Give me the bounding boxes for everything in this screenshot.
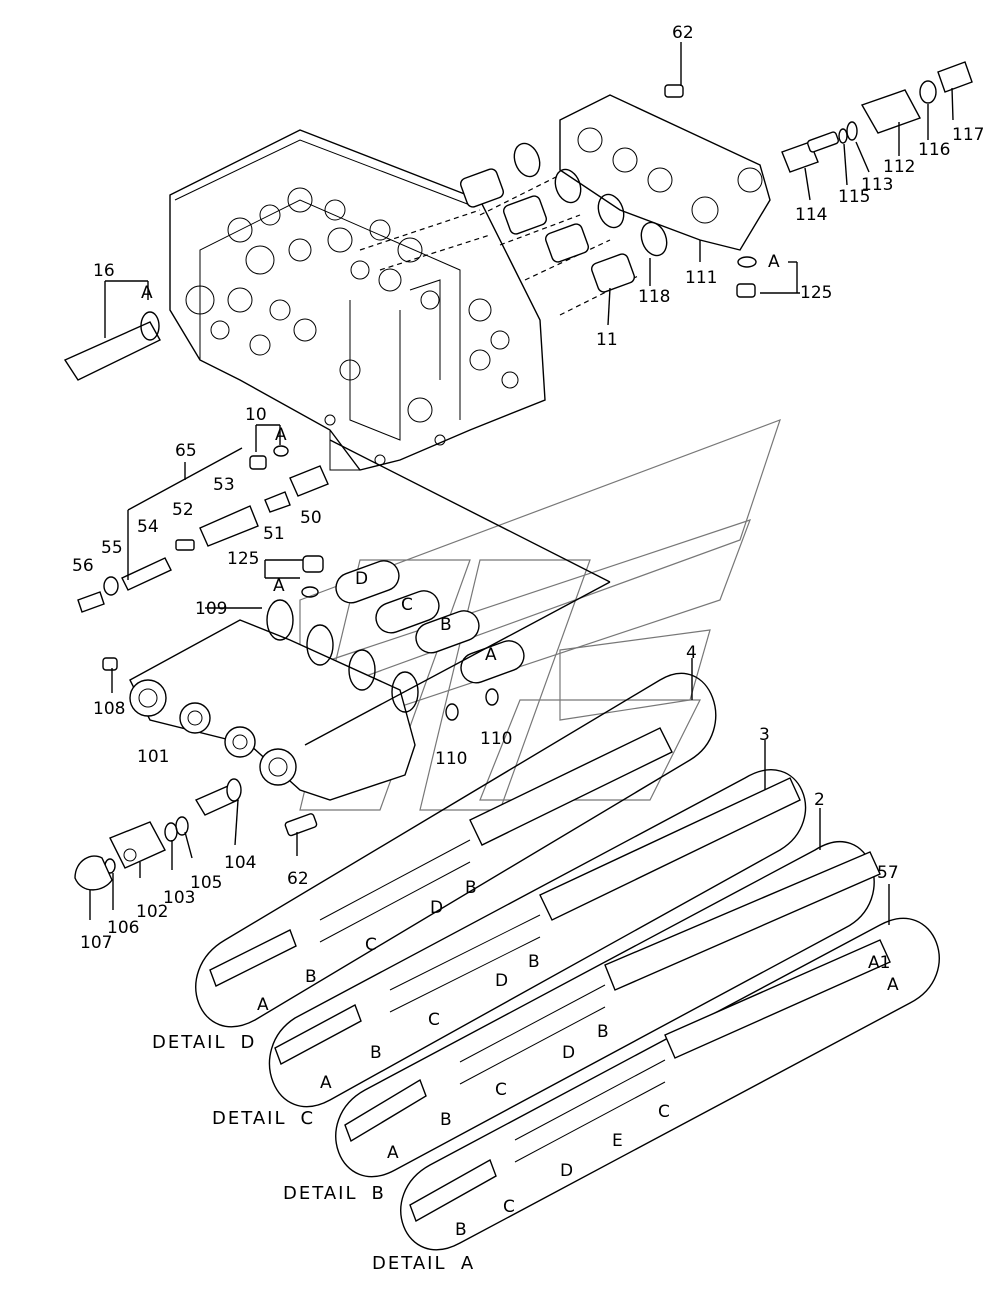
spool-details — [195, 672, 940, 1251]
part-label-10: 10 — [245, 405, 267, 425]
part-label-53: 53 — [213, 475, 235, 495]
detail-label-detail_b: DETAIL B — [283, 1183, 386, 1204]
spool-callout-a_B: B — [455, 1220, 467, 1240]
spool-callout-c_C: C — [428, 1010, 440, 1030]
part-label-111: 111 — [685, 268, 717, 288]
part-label-107: 107 — [80, 933, 112, 953]
part-labels: 6211711611211311511411111811125A16A10A65… — [72, 23, 984, 953]
spool-callout-b_D: D — [562, 1043, 575, 1063]
part-label-55: 55 — [101, 538, 123, 558]
detail-word: DETAIL — [152, 1032, 226, 1053]
detail-letter: A — [461, 1253, 475, 1274]
spool-callout-d_C: C — [365, 935, 377, 955]
detail-word: DETAIL — [283, 1183, 357, 1204]
detail-word: DETAIL — [372, 1253, 447, 1274]
part-label-52: 52 — [172, 500, 194, 520]
spool-callout-a_A1: A1 — [868, 953, 890, 973]
spool-callout-a_C1: C — [658, 1102, 670, 1122]
part-label-62_top: 62 — [672, 23, 694, 43]
part-label-113: 113 — [861, 175, 893, 195]
part-label-plug_A: A — [485, 645, 497, 665]
part-label-plug_B: B — [440, 615, 452, 635]
detail-letter: C — [300, 1108, 315, 1129]
part-label-118: 118 — [638, 287, 670, 307]
part-101-housing — [102, 599, 499, 837]
spool-callout-d_B1: B — [465, 878, 477, 898]
detail-word: DETAIL — [212, 1108, 286, 1129]
spool-callout-d_B2: B — [305, 967, 317, 987]
part-label-A_125_mid: A — [273, 576, 285, 596]
part-label-51: 51 — [263, 524, 285, 544]
spool-callout-a_C2: C — [503, 1197, 515, 1217]
part-label-101: 101 — [137, 747, 169, 767]
upper-right-assembly — [460, 61, 973, 316]
leader-lines — [89, 42, 954, 925]
part-label-110b: 110 — [480, 729, 512, 749]
part-label-54: 54 — [137, 517, 159, 537]
part-label-16: 16 — [93, 261, 115, 281]
spool-callout-c_D: D — [495, 971, 508, 991]
part-label-62_bot: 62 — [287, 869, 309, 889]
detail-label-detail_d: DETAIL D — [152, 1032, 256, 1053]
spool-callout-c_A: A — [320, 1073, 332, 1093]
part-label-112: 112 — [883, 157, 915, 177]
part-label-110a: 110 — [435, 749, 467, 769]
part-label-57: 57 — [877, 863, 899, 883]
part-label-125_mid: 125 — [227, 549, 259, 569]
part-label-106: 106 — [107, 918, 139, 938]
spool-callout-b_A: A — [387, 1143, 399, 1163]
part-label-A_10: A — [275, 425, 287, 445]
detail-plugs — [335, 560, 525, 684]
part-label-105: 105 — [190, 873, 222, 893]
part-label-108: 108 — [93, 699, 125, 719]
part-label-50: 50 — [300, 508, 322, 528]
pilot-parts-group — [77, 445, 329, 613]
spool-callout-b_C: C — [495, 1080, 507, 1100]
spool-callout-b_B1: B — [597, 1022, 609, 1042]
part-label-102: 102 — [136, 902, 168, 922]
part-label-plug_C: C — [401, 595, 413, 615]
spool-callout-a_A: A — [887, 975, 899, 995]
part-label-3: 3 — [759, 725, 770, 745]
spool-callout-b_B2: B — [440, 1110, 452, 1130]
spool-callout-c_B2: B — [370, 1043, 382, 1063]
part-label-4: 4 — [686, 643, 697, 663]
spool-callout-a_D: D — [560, 1161, 573, 1181]
part-label-plug_D: D — [355, 569, 368, 589]
lower-plug-parts — [74, 778, 242, 891]
part-label-109: 109 — [195, 599, 227, 619]
part-label-115: 115 — [838, 187, 870, 207]
part-label-2: 2 — [814, 790, 825, 810]
part-label-116: 116 — [918, 140, 950, 160]
part-label-11: 11 — [596, 330, 618, 350]
part-16-plug — [63, 311, 161, 381]
part-label-65: 65 — [175, 441, 197, 461]
part-label-125_top: 125 — [800, 283, 832, 303]
spool-callout-c_B1: B — [528, 952, 540, 972]
detail-letter: D — [240, 1032, 256, 1053]
detail-letter: B — [371, 1183, 385, 1204]
spool-callout-d_A: A — [257, 995, 269, 1015]
control-valve-body — [169, 129, 546, 471]
part-label-A_125_top: A — [768, 252, 780, 272]
part-label-114: 114 — [795, 205, 827, 225]
detail-label-detail_c: DETAIL C — [212, 1108, 315, 1129]
detail-labels: DETAIL D DETAIL C DETAIL B DETAIL A — [152, 1032, 475, 1274]
part-label-117: 117 — [952, 125, 984, 145]
part-label-103: 103 — [163, 888, 195, 908]
part-label-104: 104 — [224, 853, 256, 873]
part-label-A_16: A — [141, 283, 153, 303]
part-label-56: 56 — [72, 556, 94, 576]
detail-label-detail_a: DETAIL A — [372, 1253, 475, 1274]
spool-callout-d_D: D — [430, 898, 443, 918]
spool-callout-a_E: E — [612, 1131, 623, 1151]
